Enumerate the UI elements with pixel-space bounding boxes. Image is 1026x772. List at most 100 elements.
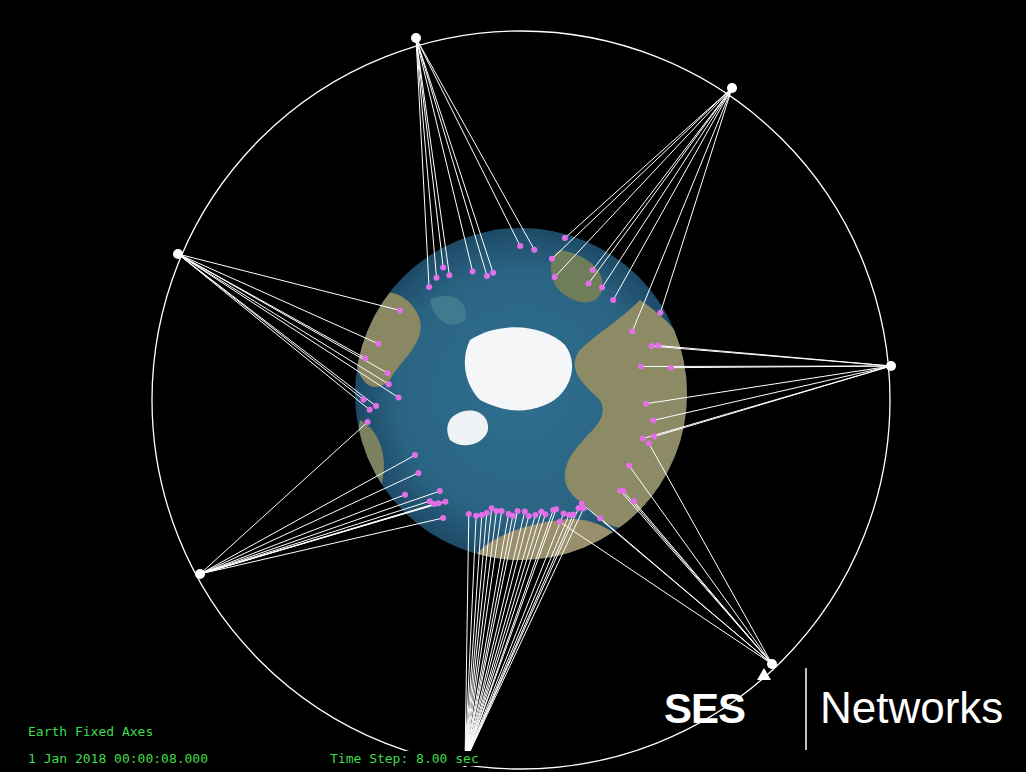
link-line <box>649 444 772 664</box>
ground-station <box>617 488 623 494</box>
ground-station <box>412 452 418 458</box>
ground-station <box>542 511 548 517</box>
link-line <box>654 366 891 437</box>
link-line <box>671 366 891 368</box>
ground-stations <box>361 235 674 525</box>
logo-divider <box>805 668 807 750</box>
link-line <box>178 254 370 410</box>
link-line <box>465 514 509 762</box>
link-line <box>465 511 518 762</box>
ground-station <box>657 310 663 316</box>
link-line <box>178 254 376 406</box>
ground-station <box>586 281 592 287</box>
ground-station <box>484 510 490 516</box>
link-line <box>416 38 534 250</box>
link-line <box>465 515 569 762</box>
ground-station <box>640 436 646 442</box>
ground-station <box>402 492 408 498</box>
ground-station <box>590 267 596 273</box>
ground-station <box>531 247 537 253</box>
ground-station <box>440 515 446 521</box>
satellite <box>767 659 777 669</box>
link-line <box>632 88 732 332</box>
ground-station <box>649 343 655 349</box>
orbit-ring <box>152 31 890 769</box>
ground-station <box>466 511 472 517</box>
link-line <box>465 511 502 762</box>
ground-station <box>549 256 555 262</box>
timestamp: 1 Jan 2018 00:00:08.000 <box>26 751 210 766</box>
link-line <box>652 346 892 366</box>
ground-station <box>638 364 644 370</box>
ground-station <box>470 268 476 274</box>
satellite <box>727 83 737 93</box>
ground-station <box>415 470 421 476</box>
ground-station <box>655 343 661 349</box>
ground-station <box>442 499 448 505</box>
link-line <box>593 88 732 270</box>
ground-station <box>576 505 582 511</box>
ground-station <box>532 512 538 518</box>
ground-station <box>599 285 605 291</box>
link-line <box>465 512 541 762</box>
link-line <box>465 509 556 762</box>
ground-station <box>440 265 446 271</box>
ground-station <box>397 307 403 313</box>
ground-station <box>375 341 381 347</box>
ground-station <box>629 329 635 335</box>
ground-station <box>646 441 652 447</box>
link-line <box>465 508 584 762</box>
logo-triangle <box>757 668 771 680</box>
ground-station <box>446 272 452 278</box>
time-step: Time Step: 8.00 sec <box>328 751 481 766</box>
link-line <box>465 514 564 762</box>
link-line <box>416 38 437 278</box>
link-line <box>200 491 440 574</box>
ground-station <box>362 355 368 361</box>
link-line <box>178 254 399 398</box>
ground-station <box>499 508 505 514</box>
ground-station <box>490 270 496 276</box>
link-line <box>602 88 732 288</box>
link-line <box>643 366 891 439</box>
ground-station <box>626 463 632 469</box>
satellite <box>195 569 205 579</box>
link-line <box>555 88 732 277</box>
satellite <box>411 33 421 43</box>
link-line <box>178 254 400 310</box>
ground-station <box>373 403 379 409</box>
link-line <box>465 515 535 762</box>
link-line <box>178 254 388 373</box>
ground-station <box>515 508 521 514</box>
link-line <box>200 422 368 574</box>
axes-label: Earth Fixed Axes <box>26 724 155 739</box>
ground-station <box>431 501 437 507</box>
link-line <box>465 512 525 763</box>
ground-station <box>494 508 500 514</box>
ground-station <box>484 273 490 279</box>
link-line <box>582 504 772 665</box>
link-line <box>200 473 418 574</box>
ground-station <box>437 488 443 494</box>
ground-station <box>510 513 516 519</box>
link-line <box>200 501 430 574</box>
link-line <box>641 366 891 368</box>
link-line <box>589 88 732 284</box>
ground-station <box>610 297 616 303</box>
ground-station <box>668 365 674 371</box>
ground-station <box>570 512 576 518</box>
ground-station <box>361 397 367 403</box>
logo-word: Networks <box>820 686 1003 730</box>
ground-station <box>553 506 559 512</box>
link-line <box>465 508 579 762</box>
ground-station <box>365 419 371 425</box>
link-lines <box>178 38 891 762</box>
ground-station <box>517 243 523 249</box>
link-line <box>200 455 415 574</box>
ground-station <box>562 235 568 241</box>
link-line <box>629 466 772 664</box>
ground-station <box>561 511 567 517</box>
ground-station <box>597 515 603 521</box>
